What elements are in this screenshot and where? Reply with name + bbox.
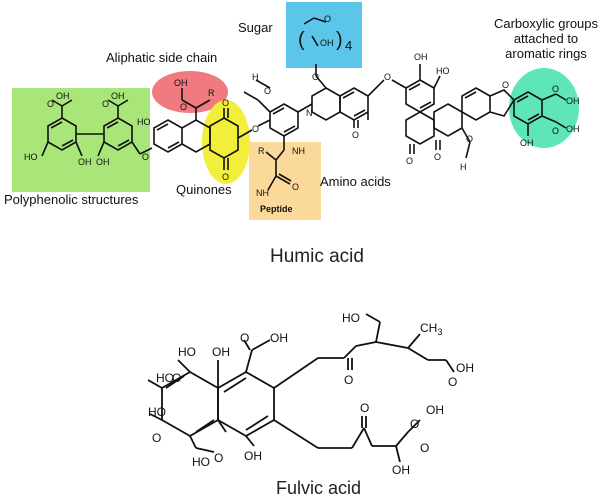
atom-label: O (47, 99, 54, 109)
atom-label: O (312, 72, 319, 82)
atom-label: HO (178, 345, 196, 359)
atom-label: O (214, 451, 223, 465)
atom-label: OH (244, 449, 262, 463)
quinones-label: Quinones (176, 182, 232, 197)
atom-label: O (448, 375, 457, 389)
atom-label: NH (256, 188, 269, 198)
atom-label: O (152, 431, 161, 445)
atom-label: OH (426, 403, 444, 417)
sugar-subscript: 4 (345, 38, 352, 53)
sugar-label: Sugar (238, 20, 273, 35)
atom-label: O (434, 152, 441, 162)
atom-label: O (292, 182, 299, 192)
atom-label: O (344, 373, 353, 387)
carboxylic-line-1: Carboxylic groups (493, 16, 599, 31)
atom-label: O (252, 124, 259, 134)
atom-label: O (406, 156, 413, 166)
atom-label: OH (392, 463, 410, 477)
atom-label: O (222, 172, 229, 182)
fulvic-acid-title: Fulvic acid (276, 478, 362, 498)
atom-label: O (324, 14, 331, 24)
atom-label: Peptide (260, 204, 293, 214)
atom-label: O (352, 130, 359, 140)
atom-label: N (306, 108, 313, 118)
atom-label: O (102, 99, 109, 109)
atom-label: HO (148, 405, 166, 419)
atom-label: OH (566, 124, 580, 134)
atom-label: OH (566, 96, 580, 106)
atom-label: OH (212, 345, 230, 359)
carboxylic-highlight (509, 68, 579, 148)
atom-label: OH (78, 157, 92, 167)
humic-acid-title: Humic acid (270, 246, 364, 267)
atom-label: O (410, 417, 419, 431)
atom-label: HO (137, 117, 151, 127)
atom-label: NH (292, 146, 305, 156)
aliphatic-side-chain-label: Aliphatic side chain (106, 50, 218, 65)
atom-label: OH (96, 157, 110, 167)
atom-label: O (240, 331, 249, 345)
atom-label: OH (56, 91, 70, 101)
atom-label: O (552, 84, 559, 94)
atom-label: O (384, 72, 391, 82)
methyl-subscript: 3 (437, 327, 442, 337)
atom-label: HO (436, 66, 450, 76)
amino-acids-label: Amino acids (320, 174, 391, 189)
atom-label: OH (111, 91, 125, 101)
polyphenolic-highlight (12, 88, 150, 192)
atom-label: R (208, 88, 215, 98)
atom-label: O (466, 134, 473, 144)
atom-label: O (552, 126, 559, 136)
atom-label: OH (320, 38, 334, 48)
sugar-paren-open: ( (298, 29, 305, 51)
atom-label: O (264, 86, 271, 96)
atom-label: R (258, 146, 265, 156)
atom-label: O (172, 371, 181, 385)
methyl-ch: CH (420, 321, 437, 335)
humic-acid-structure (41, 17, 567, 191)
carboxylic-line-3: aromatic rings (505, 46, 587, 61)
atom-label: OH (520, 138, 534, 148)
atom-label: OH (270, 331, 288, 345)
atom-label: HO (342, 311, 360, 325)
atom-label: O (142, 152, 149, 162)
fulvic-acid-structure (147, 313, 455, 463)
carboxylic-groups-label: Carboxylic groups attached to aromatic r… (486, 16, 606, 61)
atom-label: O (180, 102, 187, 112)
polyphenolic-structures-label: Polyphenolic structures (4, 192, 139, 207)
carboxylic-line-2: attached to (513, 31, 579, 46)
atom-label: O (502, 80, 509, 90)
atom-label: O (420, 441, 429, 455)
sugar-highlight (286, 2, 362, 68)
sugar-formula: ( ) 4 (298, 29, 352, 53)
atom-label: HO (192, 455, 210, 469)
atom-label: HO (156, 371, 174, 385)
quinones-highlight (202, 100, 250, 184)
aliphatic-highlight (152, 71, 228, 113)
atom-label: H (460, 162, 467, 172)
atom-label: O (222, 98, 229, 108)
atom-label: HO (24, 152, 38, 162)
atom-label: O (360, 401, 369, 415)
humic-atom-labels: OH O O OH HO OH OH HO O OH R O O O O H O… (24, 14, 580, 214)
atom-label: OH (456, 361, 474, 375)
atom-label: H (252, 72, 259, 82)
sugar-paren-close: ) (336, 29, 343, 51)
fulvic-atom-labels: O OH OH HO O HO HO O HO O OH HO O O OH O… (148, 311, 474, 477)
methyl-label: CH3 (420, 321, 442, 337)
atom-label: OH (414, 52, 428, 62)
atom-label: OH (174, 78, 188, 88)
